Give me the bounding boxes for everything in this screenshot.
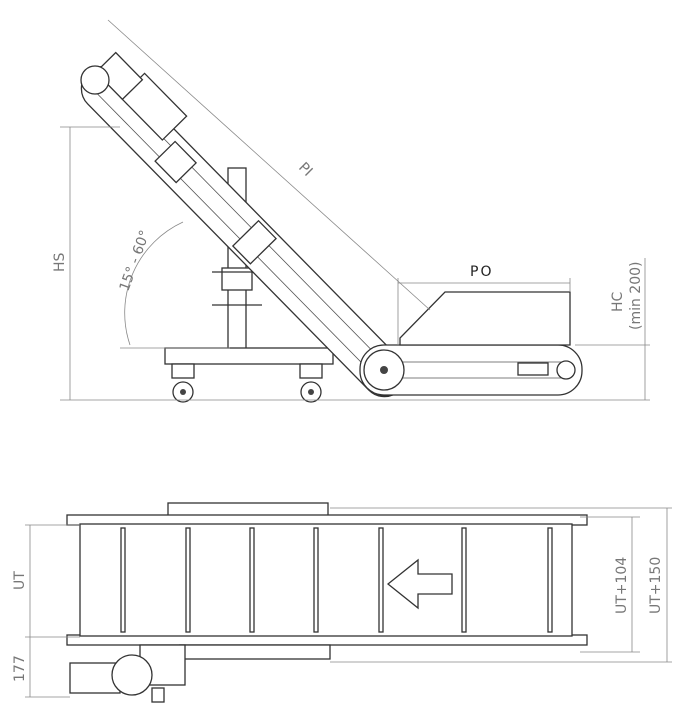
dim-hc-note: (min 200) xyxy=(628,262,644,331)
angle-range-label: 15° - 60° xyxy=(117,228,154,293)
side-view: HS PI PO HC (min 200) 15° - 60° xyxy=(52,19,650,403)
dim-ut150-label: UT+150 xyxy=(648,557,664,614)
cleats xyxy=(120,527,553,633)
dim-po-label: PO xyxy=(470,264,493,280)
dim-hc-label: HC xyxy=(610,291,626,312)
belt xyxy=(79,523,573,637)
top-view: UT 177 UT+104 UT+150 xyxy=(12,502,672,703)
stand-base xyxy=(164,347,334,365)
direction-arrow-icon xyxy=(386,558,453,610)
hopper xyxy=(399,291,571,346)
motor-top xyxy=(111,654,153,696)
stand-clamp xyxy=(221,267,253,291)
angle-arc xyxy=(124,221,184,346)
dim-ut-label: UT xyxy=(12,571,28,590)
dim-pi-label: PI xyxy=(295,160,315,180)
dim-ut104-label: UT+104 xyxy=(614,557,630,614)
dim-line-pi xyxy=(107,19,431,311)
dim-177-label: 177 xyxy=(12,655,28,682)
dim-hs-label: HS xyxy=(52,252,68,272)
